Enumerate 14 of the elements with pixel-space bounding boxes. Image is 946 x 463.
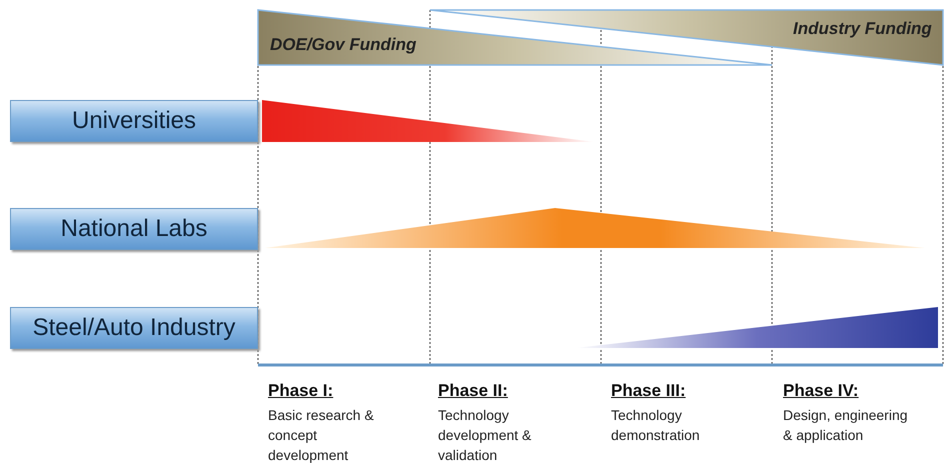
involvement-wedge bbox=[265, 208, 925, 248]
phase-description: Basic research & concept development bbox=[268, 406, 375, 463]
phase-description: Technology development & validation bbox=[438, 406, 532, 463]
phase-heading: Phase I: bbox=[268, 381, 334, 401]
funding-label: Industry Funding bbox=[793, 19, 932, 39]
phase-heading: Phase III: bbox=[611, 381, 686, 401]
category-label-box: Steel/Auto Industry bbox=[10, 307, 258, 349]
phase-heading: Phase II: bbox=[438, 381, 508, 401]
category-label-box: National Labs bbox=[10, 208, 258, 250]
funding-label: DOE/Gov Funding bbox=[270, 35, 416, 55]
category-label-box: Universities bbox=[10, 100, 258, 142]
phase-description: Design, engineering & application bbox=[783, 406, 909, 445]
phase-heading: Phase IV: bbox=[783, 381, 859, 401]
phase-description: Technology demonstration bbox=[611, 406, 701, 445]
